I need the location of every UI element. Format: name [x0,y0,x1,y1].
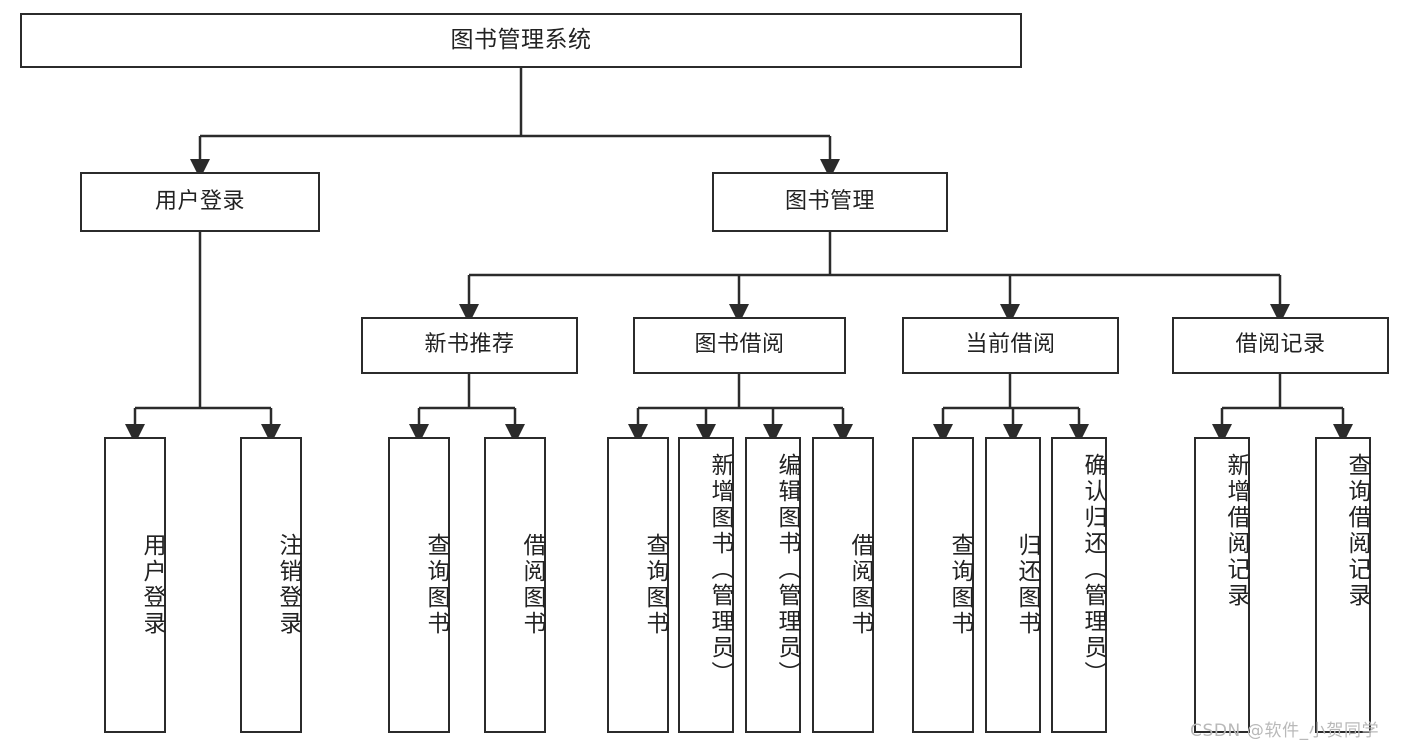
node-label-leaf-query-borrow-record: 查询借阅记录 [1344,453,1370,609]
node-new-book-recommend[interactable]: 新书推荐 [361,317,578,374]
node-label-leaf-borrow-book-2: 借阅图书 [847,533,873,637]
node-leaf-confirm-return-admin[interactable]: 确认归还（管理员） [1051,437,1107,733]
node-label-leaf-confirm-return-admin: 确认归还（管理员） [1080,453,1106,687]
node-label-leaf-logout: 注销登录 [275,533,301,637]
node-label-leaf-query-book-2: 查询图书 [642,533,668,637]
node-leaf-query-borrow-record[interactable]: 查询借阅记录 [1315,437,1371,733]
node-label-new-book-recommend: 新书推荐 [424,332,515,358]
node-book-management[interactable]: 图书管理 [712,172,948,232]
node-label-leaf-add-borrow-record: 新增借阅记录 [1223,453,1249,609]
node-leaf-edit-book-admin[interactable]: 编辑图书（管理员） [745,437,801,733]
node-label-leaf-query-book-1: 查询图书 [423,533,449,637]
node-label-leaf-user-login: 用户登录 [139,533,165,637]
node-label-leaf-query-book-3: 查询图书 [947,533,973,637]
node-leaf-user-login[interactable]: 用户登录 [104,437,166,733]
node-label-leaf-edit-book-admin: 编辑图书（管理员） [774,453,800,687]
node-book-borrow[interactable]: 图书借阅 [633,317,846,374]
node-label-leaf-return-book: 归还图书 [1014,533,1040,637]
node-current-borrow[interactable]: 当前借阅 [902,317,1119,374]
node-label-leaf-add-book-admin: 新增图书（管理员） [707,453,733,687]
node-leaf-borrow-book-2[interactable]: 借阅图书 [812,437,874,733]
csdn-watermark: CSDN @软件_小贺同学 [1190,721,1380,741]
node-leaf-return-book[interactable]: 归还图书 [985,437,1041,733]
node-root[interactable]: 图书管理系统 [20,13,1022,68]
node-leaf-query-book-2[interactable]: 查询图书 [607,437,669,733]
node-borrow-record[interactable]: 借阅记录 [1172,317,1389,374]
node-label-user-login: 用户登录 [154,188,245,214]
node-leaf-add-borrow-record[interactable]: 新增借阅记录 [1194,437,1250,733]
node-label-leaf-borrow-book-1: 借阅图书 [519,533,545,637]
node-leaf-borrow-book-1[interactable]: 借阅图书 [484,437,546,733]
node-label-root: 图书管理系统 [450,26,592,53]
node-label-borrow-record: 借阅记录 [1235,332,1326,358]
node-leaf-add-book-admin[interactable]: 新增图书（管理员） [678,437,734,733]
node-label-current-borrow: 当前借阅 [965,332,1056,358]
node-leaf-query-book-3[interactable]: 查询图书 [912,437,974,733]
node-user-login[interactable]: 用户登录 [80,172,320,232]
node-label-book-borrow: 图书借阅 [694,332,785,358]
node-leaf-query-book-1[interactable]: 查询图书 [388,437,450,733]
node-label-book-management: 图书管理 [784,188,875,214]
node-leaf-logout[interactable]: 注销登录 [240,437,302,733]
